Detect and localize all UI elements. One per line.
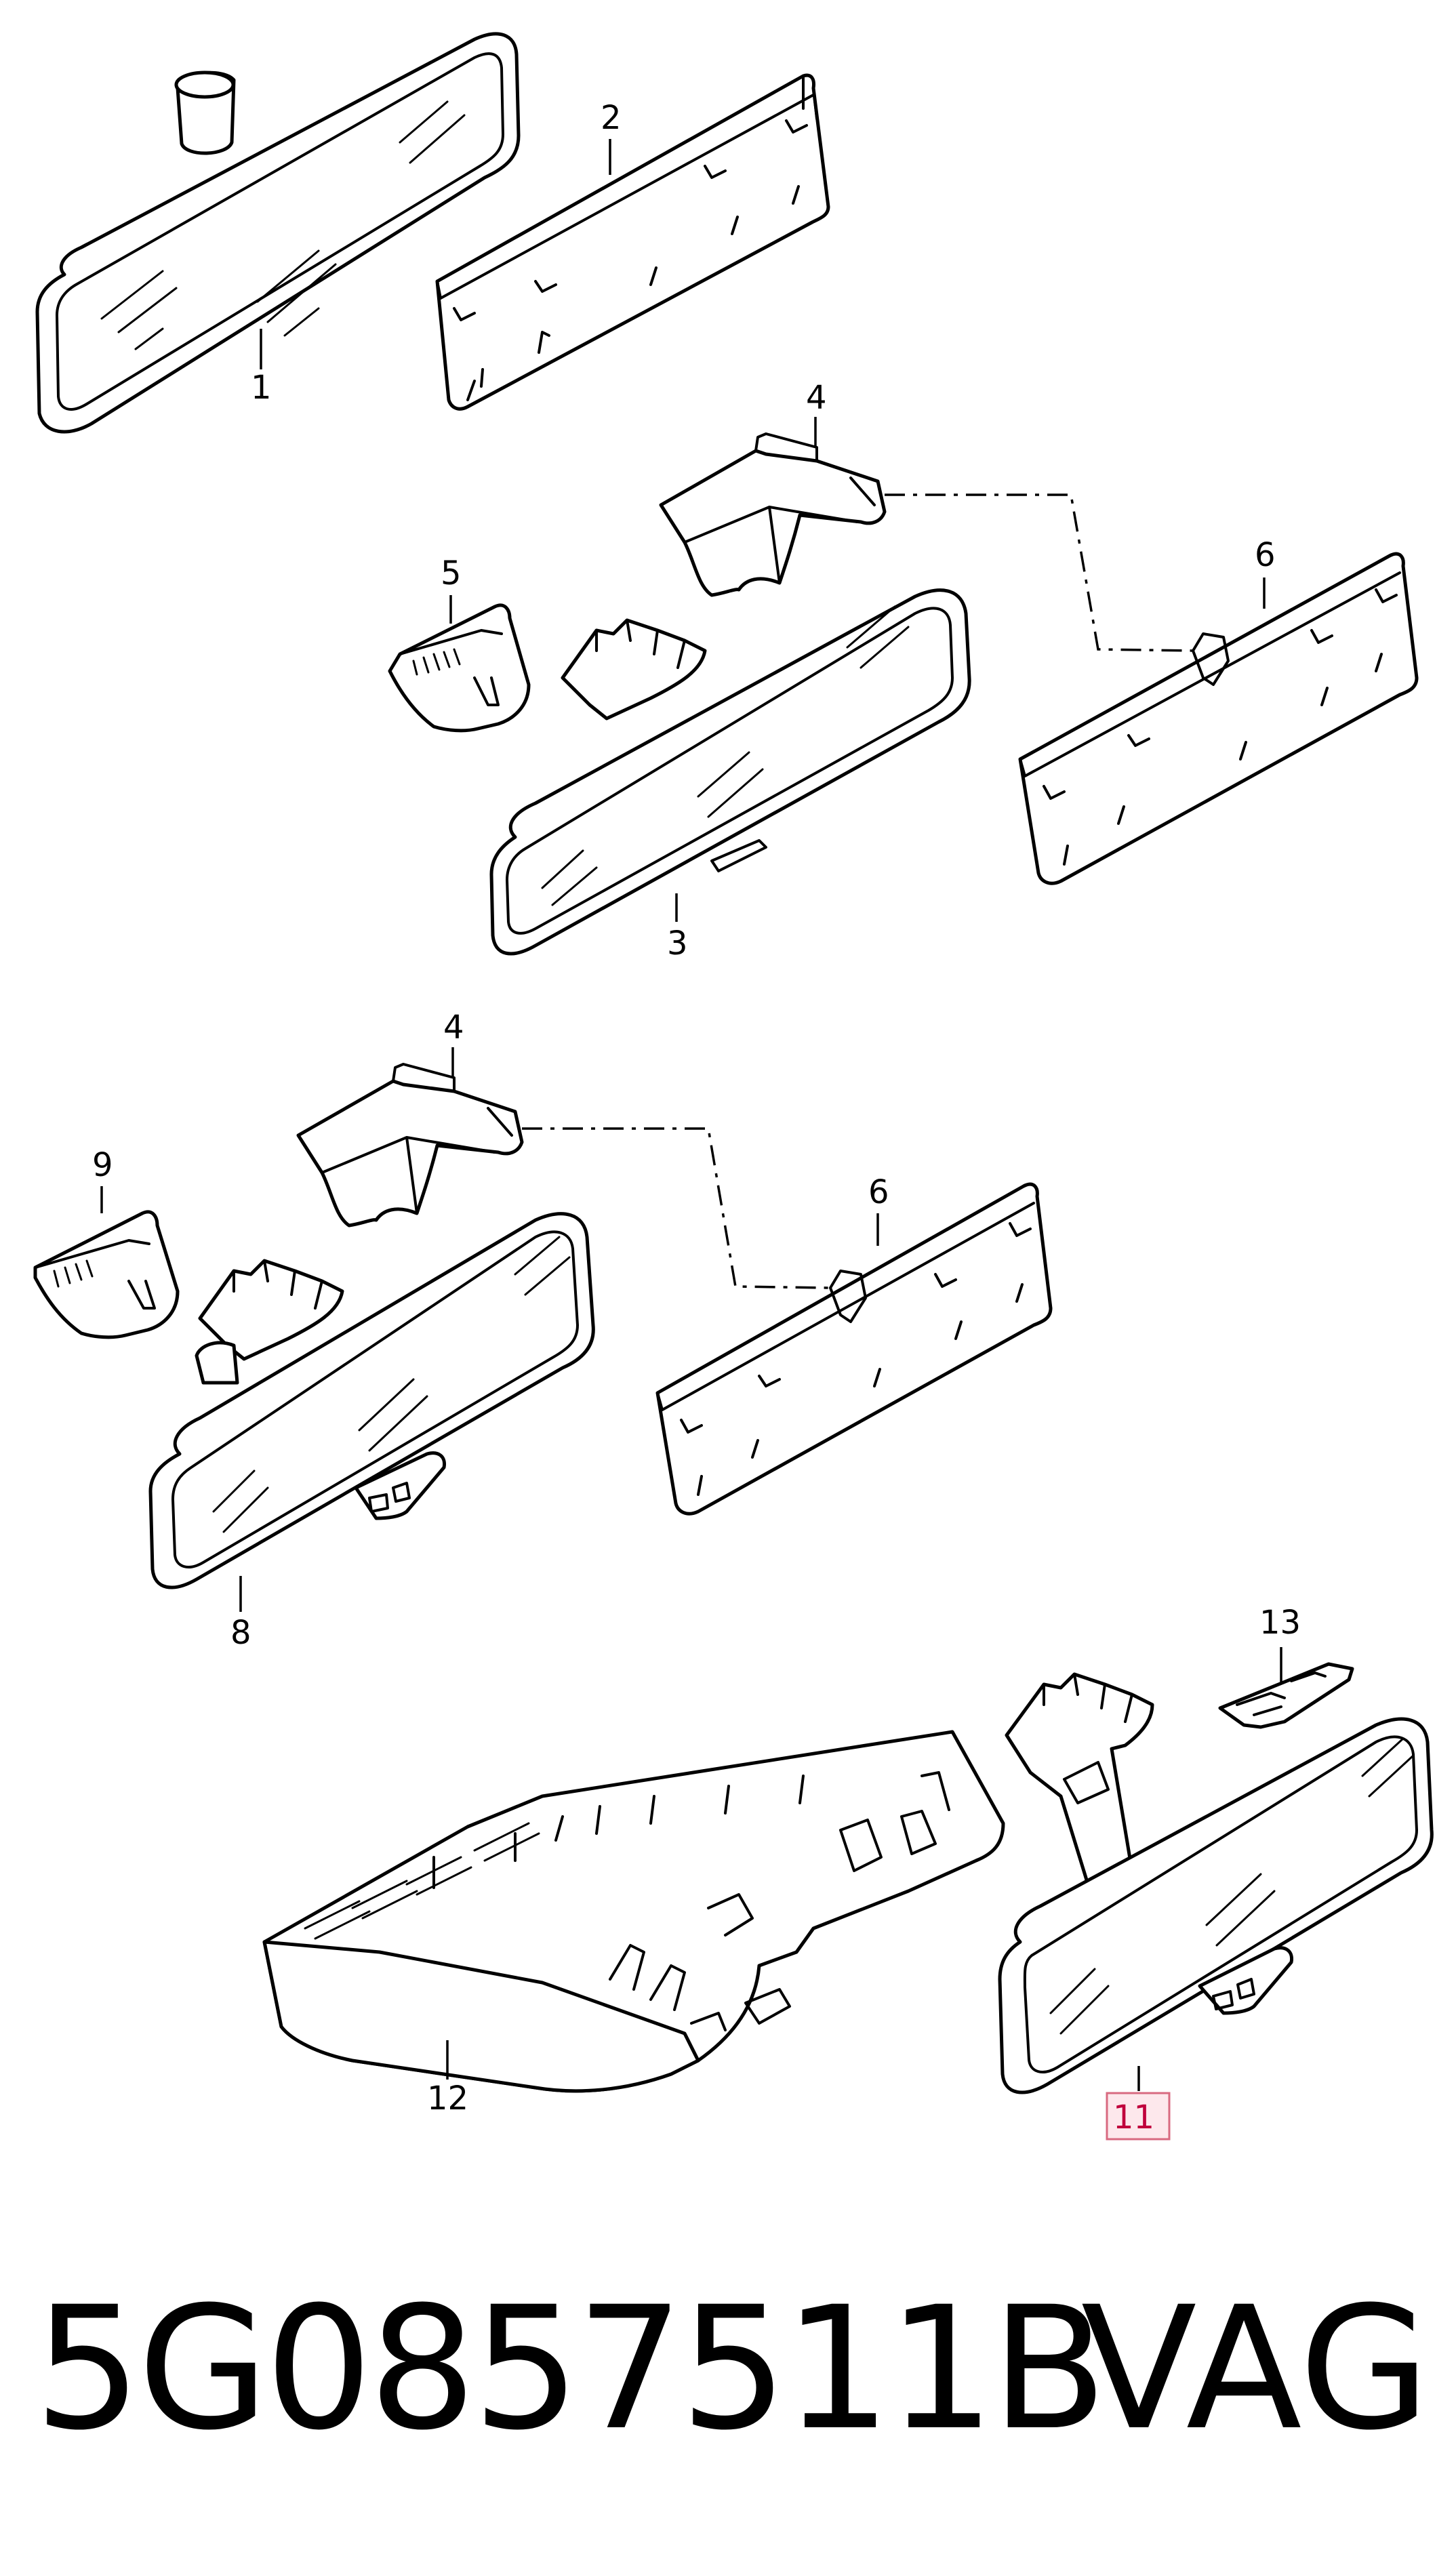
callout-3: 3 (667, 925, 688, 962)
part-5-small-cover (388, 603, 531, 733)
dashdot-link-b (522, 1127, 831, 1289)
callout-11: 11 (1113, 2099, 1154, 2136)
highlight-box-11 (1106, 2092, 1171, 2141)
part-6a-cover (1018, 552, 1419, 885)
part-4b-bracket-cover (296, 1063, 524, 1228)
callout-5: 5 (441, 554, 462, 592)
part-6b-cover (655, 1182, 1053, 1516)
callout-2: 2 (601, 99, 622, 137)
callout-4b: 4 (443, 1009, 464, 1047)
part-8-mirror (148, 1212, 595, 1589)
callout-8: 8 (230, 1614, 251, 1652)
part-13-clip (1218, 1662, 1354, 1729)
callout-4a: 4 (806, 379, 827, 417)
brand-name: VAG (1080, 2270, 1430, 2467)
dashdot-link-a (885, 493, 1194, 652)
part-2-cover (435, 73, 830, 411)
callout-9: 9 (92, 1146, 113, 1184)
part-number: 5G0857511B (34, 2270, 1108, 2467)
callout-6a: 6 (1255, 536, 1276, 574)
part-1-mirror (35, 32, 521, 434)
callout-12: 12 (427, 2080, 468, 2117)
callout-1: 1 (251, 369, 272, 407)
callout-13: 13 (1259, 1604, 1301, 1642)
part-12-housing (262, 1730, 1005, 2093)
part-4a-bracket-cover (659, 432, 887, 597)
footer: 5G0857511B VAG (34, 2257, 1430, 2481)
part-11-mirror (998, 1672, 1434, 2094)
part-9-small-cover (33, 1210, 180, 1339)
part-3-mirror (489, 588, 971, 956)
callout-6b: 6 (868, 1173, 889, 1211)
